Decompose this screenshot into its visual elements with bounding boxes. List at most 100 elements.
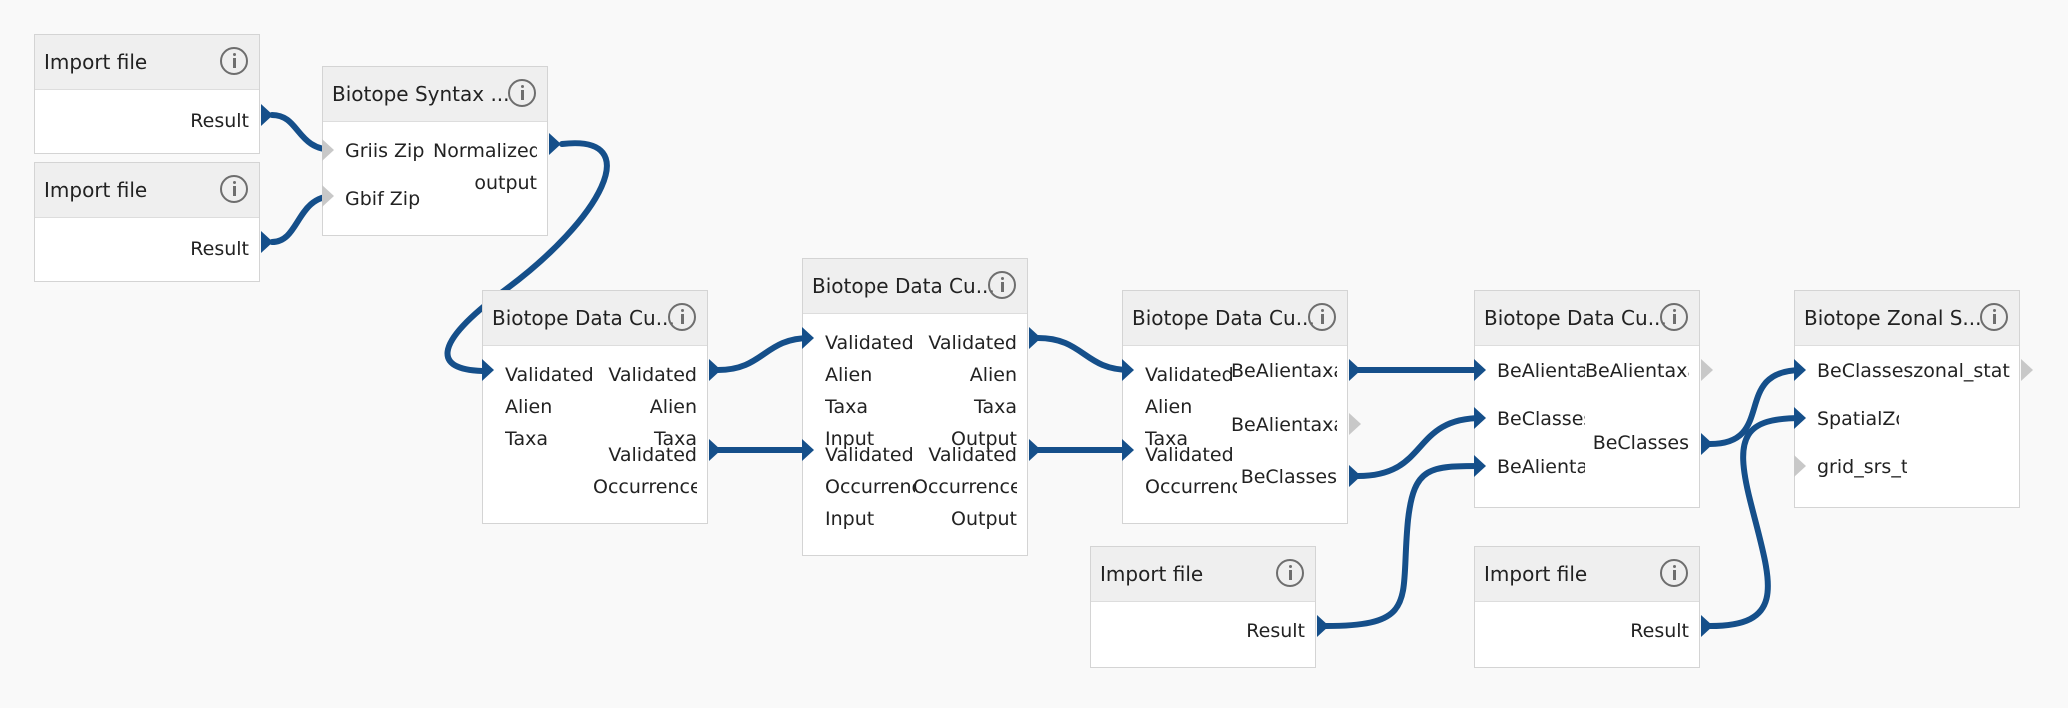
node-header[interactable]: Import file bbox=[1091, 547, 1315, 602]
node-header[interactable]: Biotope Data Cu... bbox=[803, 259, 1027, 314]
input-connector[interactable] bbox=[802, 439, 814, 461]
output-port-label: Result bbox=[190, 238, 249, 260]
output-connector[interactable] bbox=[261, 104, 273, 126]
info-icon[interactable] bbox=[1660, 303, 1688, 331]
input-connector[interactable] bbox=[1122, 359, 1134, 381]
output-connector[interactable] bbox=[1349, 359, 1361, 381]
info-icon[interactable] bbox=[1276, 559, 1304, 587]
input-port-label: Validated Alien Taxa Input bbox=[825, 332, 914, 450]
input-connector[interactable] bbox=[1474, 455, 1486, 477]
info-icon[interactable] bbox=[1980, 303, 2008, 331]
output-port-label: Result bbox=[190, 110, 249, 132]
input-port-label: Validated Occurrences Input bbox=[825, 444, 915, 530]
node-title: Biotope Data Cu... bbox=[1484, 306, 1667, 330]
info-icon[interactable] bbox=[988, 271, 1016, 299]
input-connector[interactable] bbox=[1794, 359, 1806, 381]
node-title: Import file bbox=[1484, 562, 1588, 586]
node-header[interactable]: Import file bbox=[1475, 547, 1699, 602]
info-icon[interactable] bbox=[1308, 303, 1336, 331]
node-biotope-data-curation-4[interactable]: Biotope Data Cu... BeAlientaxa BeClasses… bbox=[1474, 290, 1700, 508]
node-title: Import file bbox=[1100, 562, 1204, 586]
node-biotope-data-curation-2[interactable]: Biotope Data Cu... Validated Alien Taxa … bbox=[802, 258, 1028, 556]
input-connector[interactable] bbox=[1794, 455, 1806, 477]
wire-curation3-classes-to-curation4[interactable] bbox=[1355, 415, 1485, 479]
node-header[interactable]: Biotope Syntax ... bbox=[323, 67, 547, 122]
input-connector[interactable] bbox=[322, 139, 334, 161]
output-port-label: Result bbox=[1630, 620, 1689, 642]
input-port-label: Validated Alien Taxa bbox=[1145, 364, 1234, 450]
node-title: Import file bbox=[44, 178, 148, 202]
output-port-label: BeAlientaxa bbox=[1231, 360, 1337, 382]
node-header[interactable]: Import file bbox=[35, 163, 259, 218]
input-connector[interactable] bbox=[482, 359, 494, 381]
input-connector[interactable] bbox=[322, 185, 334, 207]
output-connector[interactable] bbox=[549, 133, 561, 155]
node-biotope-data-curation-1[interactable]: Biotope Data Cu... Validated Alien Taxa … bbox=[482, 290, 708, 524]
info-icon[interactable] bbox=[220, 47, 248, 75]
node-title: Import file bbox=[44, 50, 148, 74]
wire-import3-to-curation4[interactable] bbox=[1323, 463, 1485, 629]
input-port-label: SpatialZones bbox=[1817, 408, 1899, 430]
node-header[interactable]: Biotope Data Cu... bbox=[1475, 291, 1699, 346]
node-biotope-syntax[interactable]: Biotope Syntax ... Griis Zip Gbif Zip No… bbox=[322, 66, 548, 236]
output-port-label: BeClasses bbox=[1592, 432, 1689, 454]
input-port-label: Validated Occurrences bbox=[1145, 444, 1237, 498]
input-connector[interactable] bbox=[802, 327, 814, 349]
output-connector[interactable] bbox=[1701, 433, 1713, 455]
node-header[interactable]: Import file bbox=[35, 35, 259, 90]
output-connector[interactable] bbox=[1029, 439, 1041, 461]
output-port-label: Validated Occurrences Output bbox=[913, 444, 1017, 530]
input-port-label: BeClasseszonal_statistics bbox=[1817, 360, 2011, 382]
input-connector[interactable] bbox=[1794, 407, 1806, 429]
node-import-file-2[interactable]: Import file Result bbox=[34, 162, 260, 282]
node-import-file-4[interactable]: Import file Result bbox=[1474, 546, 1700, 668]
output-connector[interactable] bbox=[1701, 359, 1713, 381]
output-connector[interactable] bbox=[1349, 413, 1361, 435]
input-connector[interactable] bbox=[1122, 439, 1134, 461]
wire-curation2-taxa-to-curation3[interactable] bbox=[1035, 335, 1133, 373]
input-port-label: BeAlientaxa bbox=[1497, 456, 1585, 478]
input-port-label: Griis Zip bbox=[345, 140, 425, 162]
output-port-label: Result bbox=[1246, 620, 1305, 642]
node-title: Biotope Syntax ... bbox=[332, 82, 510, 106]
info-icon[interactable] bbox=[1660, 559, 1688, 587]
info-icon[interactable] bbox=[668, 303, 696, 331]
node-biotope-data-curation-3[interactable]: Biotope Data Cu... Validated Alien Taxa … bbox=[1122, 290, 1348, 524]
output-port-label: Validated Occurrences bbox=[593, 444, 697, 498]
output-connector[interactable] bbox=[1349, 465, 1361, 487]
node-header[interactable]: Biotope Data Cu... bbox=[483, 291, 707, 346]
output-connector[interactable] bbox=[1029, 327, 1041, 349]
info-icon[interactable] bbox=[220, 175, 248, 203]
output-connector[interactable] bbox=[709, 439, 721, 461]
wire-curation4-to-zonal-classes[interactable] bbox=[1707, 367, 1805, 447]
output-port-label: BeClasses bbox=[1240, 466, 1337, 488]
output-connector[interactable] bbox=[709, 359, 721, 381]
input-port-label: BeClasses bbox=[1497, 408, 1585, 430]
node-import-file-1[interactable]: Import file Result bbox=[34, 34, 260, 154]
output-connector[interactable] bbox=[261, 231, 273, 253]
wire-import4-to-zonal-spatial[interactable] bbox=[1707, 415, 1805, 629]
node-title: Biotope Data Cu... bbox=[812, 274, 995, 298]
input-connector[interactable] bbox=[1474, 407, 1486, 429]
output-port-label: Validated Alien Taxa Output bbox=[928, 332, 1017, 450]
input-connector[interactable] bbox=[1474, 359, 1486, 381]
output-port-label: Validated Alien Taxa bbox=[608, 364, 697, 450]
node-import-file-3[interactable]: Import file Result bbox=[1090, 546, 1316, 668]
node-header[interactable]: Biotope Zonal S... bbox=[1795, 291, 2019, 346]
node-biotope-zonal-statistics[interactable]: Biotope Zonal S... BeClasseszonal_statis… bbox=[1794, 290, 2020, 508]
node-title: Biotope Zonal S... bbox=[1804, 306, 1982, 330]
output-port-label: BeAlientaxa bbox=[1231, 414, 1337, 436]
wire-curation1-taxa-to-curation2[interactable] bbox=[715, 335, 813, 373]
output-connector[interactable] bbox=[1701, 615, 1713, 637]
input-port-label: grid_srs_t bbox=[1817, 456, 1907, 478]
output-port-label: BeAlientaxa bbox=[1585, 360, 1689, 382]
output-connector[interactable] bbox=[2021, 359, 2033, 381]
output-port-label: Normalized output bbox=[433, 140, 537, 194]
node-header[interactable]: Biotope Data Cu... bbox=[1123, 291, 1347, 346]
input-port-label: Gbif Zip bbox=[345, 188, 421, 210]
input-port-label: Validated Alien Taxa bbox=[505, 364, 594, 450]
output-connector[interactable] bbox=[1317, 615, 1329, 637]
info-icon[interactable] bbox=[508, 79, 536, 107]
